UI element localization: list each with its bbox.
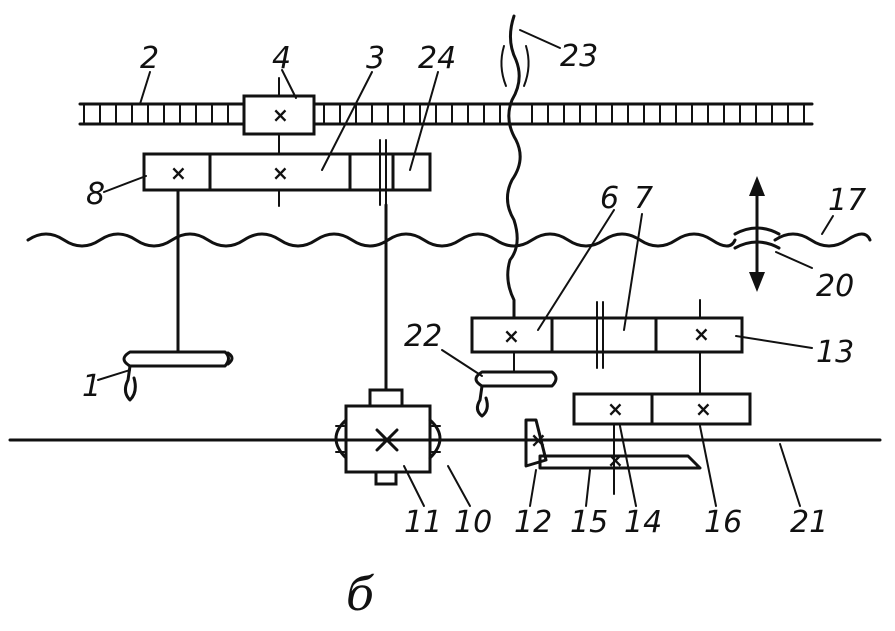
bevel-gear-12: × <box>524 418 548 468</box>
gear-block-8-3-24: × × <box>142 133 432 207</box>
gear-3-mark: × <box>272 161 289 185</box>
label-10: 10 <box>454 505 492 540</box>
gear-12-mark: × <box>530 428 547 452</box>
label-21: 21 <box>790 505 828 540</box>
vertical-adjust-arrow-20 <box>733 176 781 292</box>
label-8: 8 <box>86 177 105 212</box>
label-13: 13 <box>816 335 854 370</box>
label-24: 24 <box>418 41 456 76</box>
gear-16-mark: × <box>695 397 712 421</box>
gear-15: × <box>538 448 702 472</box>
gear-13-mark: × <box>693 322 710 346</box>
label-17: 17 <box>828 183 866 218</box>
gear-8-mark: × <box>170 161 187 185</box>
label-11: 11 <box>404 505 442 540</box>
label-23: 23 <box>560 39 598 74</box>
label-16: 16 <box>704 505 742 540</box>
label-2: 2 <box>140 41 159 76</box>
label-12: 12 <box>514 505 552 540</box>
rack-2 <box>78 102 814 126</box>
worm-gear-11 <box>334 388 442 486</box>
gear-block-6-7-13: × × <box>470 299 744 395</box>
tool-1 <box>122 350 234 402</box>
gear-6-mark: × <box>503 324 520 348</box>
label-15: 15 <box>570 505 608 540</box>
gear-14-mark: × <box>607 397 624 421</box>
label-14: 14 <box>624 505 662 540</box>
label-4: 4 <box>272 41 291 76</box>
leader-lines <box>97 29 834 507</box>
label-7: 7 <box>634 181 653 216</box>
gear-4-mark: × <box>272 103 289 127</box>
label-20: 20 <box>816 269 854 304</box>
gear-4: × <box>242 77 316 136</box>
gear-15-mark: × <box>607 448 624 472</box>
figure-caption: б <box>346 567 375 621</box>
flexible-shaft-23 <box>500 14 530 320</box>
label-22: 22 <box>404 319 442 354</box>
label-3: 3 <box>366 41 385 76</box>
number-labels: 2 4 3 24 8 23 6 7 17 20 13 1 22 11 10 12… <box>82 39 866 540</box>
gear-block-14-16: × × <box>572 392 752 495</box>
tool-22 <box>474 351 558 418</box>
rack-teeth <box>83 103 805 125</box>
label-1: 1 <box>82 369 101 404</box>
label-6: 6 <box>600 181 619 216</box>
wavy-line-17 <box>26 232 872 248</box>
